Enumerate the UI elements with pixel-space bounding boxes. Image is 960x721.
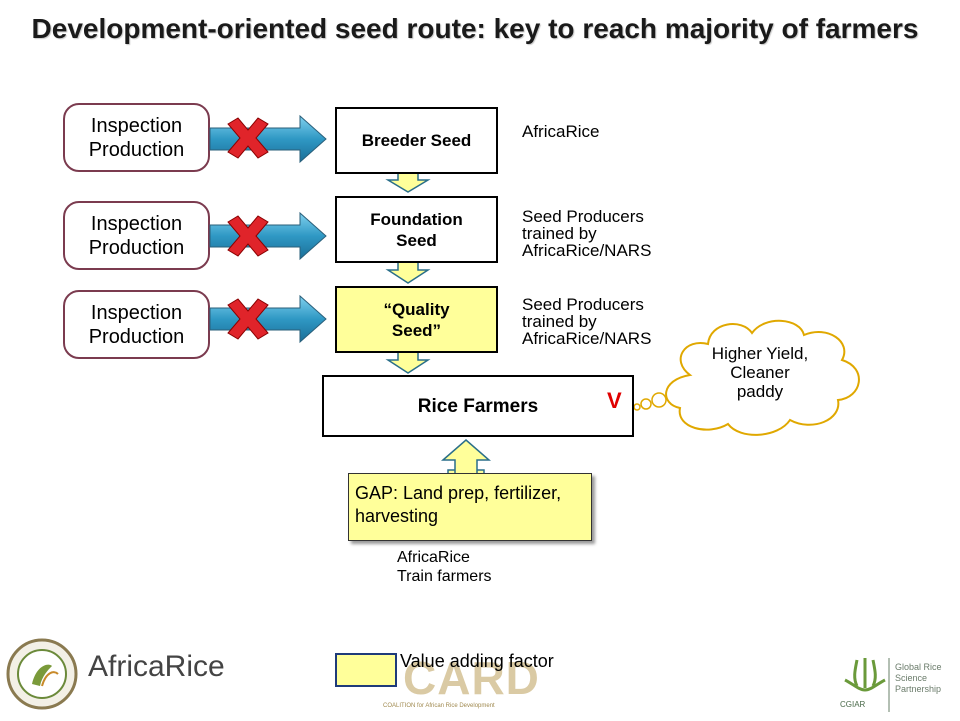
quality-seed-box: “Quality Seed”	[335, 286, 498, 353]
cross-icon	[227, 117, 269, 159]
quality-line-2: Seed”	[391, 320, 442, 340]
blocked-arrow-1	[209, 114, 327, 164]
breeder-source-label: AfricaRice	[522, 122, 600, 141]
quality-source-label: Seed Producers trained by AfricaRice/NAR…	[522, 296, 651, 347]
cgiar-label: CGIAR	[840, 700, 866, 709]
check-mark: V	[607, 388, 622, 413]
label-line: AfricaRice/NARS	[522, 329, 652, 348]
quality-line-1: “Quality	[383, 299, 450, 319]
production-label: Production	[88, 236, 185, 259]
up-arrow-icon	[440, 439, 492, 475]
cgiar-line: Science	[895, 673, 928, 683]
production-label: Production	[88, 138, 185, 161]
inspection-box-1: Inspection Production	[63, 103, 210, 172]
foundation-seed-box: Foundation Seed	[335, 196, 498, 263]
gap-line: GAP: Land prep, fertilizer,	[355, 483, 562, 503]
cloud-line: Cleaner	[730, 363, 790, 382]
blocked-arrow-3	[209, 294, 327, 344]
inspection-label: Inspection	[90, 114, 183, 137]
cgiar-line: Global Rice	[895, 662, 942, 672]
cloud-line: paddy	[736, 382, 784, 401]
thought-bubble-icon	[633, 392, 667, 411]
cloud-line: Higher Yield,	[711, 344, 809, 363]
rice-farmers-box: Rice Farmers	[322, 375, 634, 437]
label-line: AfricaRice/NARS	[522, 241, 652, 260]
label-line: AfricaRice	[397, 549, 470, 566]
card-logo-subtitle: COALITION for African Rice Development	[383, 703, 495, 709]
legend-label: Value adding factor	[400, 651, 554, 671]
breeder-seed-box: Breeder Seed	[335, 107, 498, 174]
inspection-box-3: Inspection Production	[63, 290, 210, 359]
gap-source-label: AfricaRice Train farmers	[397, 548, 492, 586]
cloud-text: Higher Yield, Cleaner paddy	[700, 344, 820, 401]
foundation-line-2: Seed	[396, 230, 437, 250]
cgiar-line: Partnership	[895, 684, 942, 694]
gap-line: harvesting	[355, 506, 439, 526]
cloud-shape	[665, 319, 860, 436]
africarice-logo-text: AfricaRice	[88, 650, 225, 683]
cgiar-partnership-text: Global Rice Science Partnership	[895, 662, 942, 695]
foundation-line-1: Foundation	[370, 209, 463, 229]
production-label: Production	[88, 325, 185, 348]
label-line: trained by	[522, 224, 597, 243]
cross-icon	[227, 298, 269, 340]
slide-title: Development-oriented seed route: key to …	[31, 13, 919, 44]
inspection-box-2: Inspection Production	[63, 201, 210, 270]
label-line: trained by	[522, 312, 597, 331]
africarice-logo	[6, 638, 78, 710]
blocked-arrow-2	[209, 211, 327, 261]
down-arrow-icon	[385, 171, 431, 193]
cross-icon	[227, 215, 269, 257]
label-line: Seed Producers	[522, 207, 644, 226]
label-line: Train farmers	[397, 568, 492, 585]
down-arrow-icon	[385, 351, 431, 374]
gap-box: GAP: Land prep, fertilizer, harvesting	[348, 473, 592, 541]
cgiar-logo	[844, 658, 890, 712]
inspection-label: Inspection	[90, 301, 183, 324]
foundation-source-label: Seed Producers trained by AfricaRice/NAR…	[522, 208, 651, 259]
down-arrow-icon	[385, 261, 431, 284]
inspection-label: Inspection	[90, 212, 183, 235]
card-logo: CARD	[403, 652, 540, 704]
label-line: Seed Producers	[522, 295, 644, 314]
legend-swatch	[335, 653, 397, 687]
